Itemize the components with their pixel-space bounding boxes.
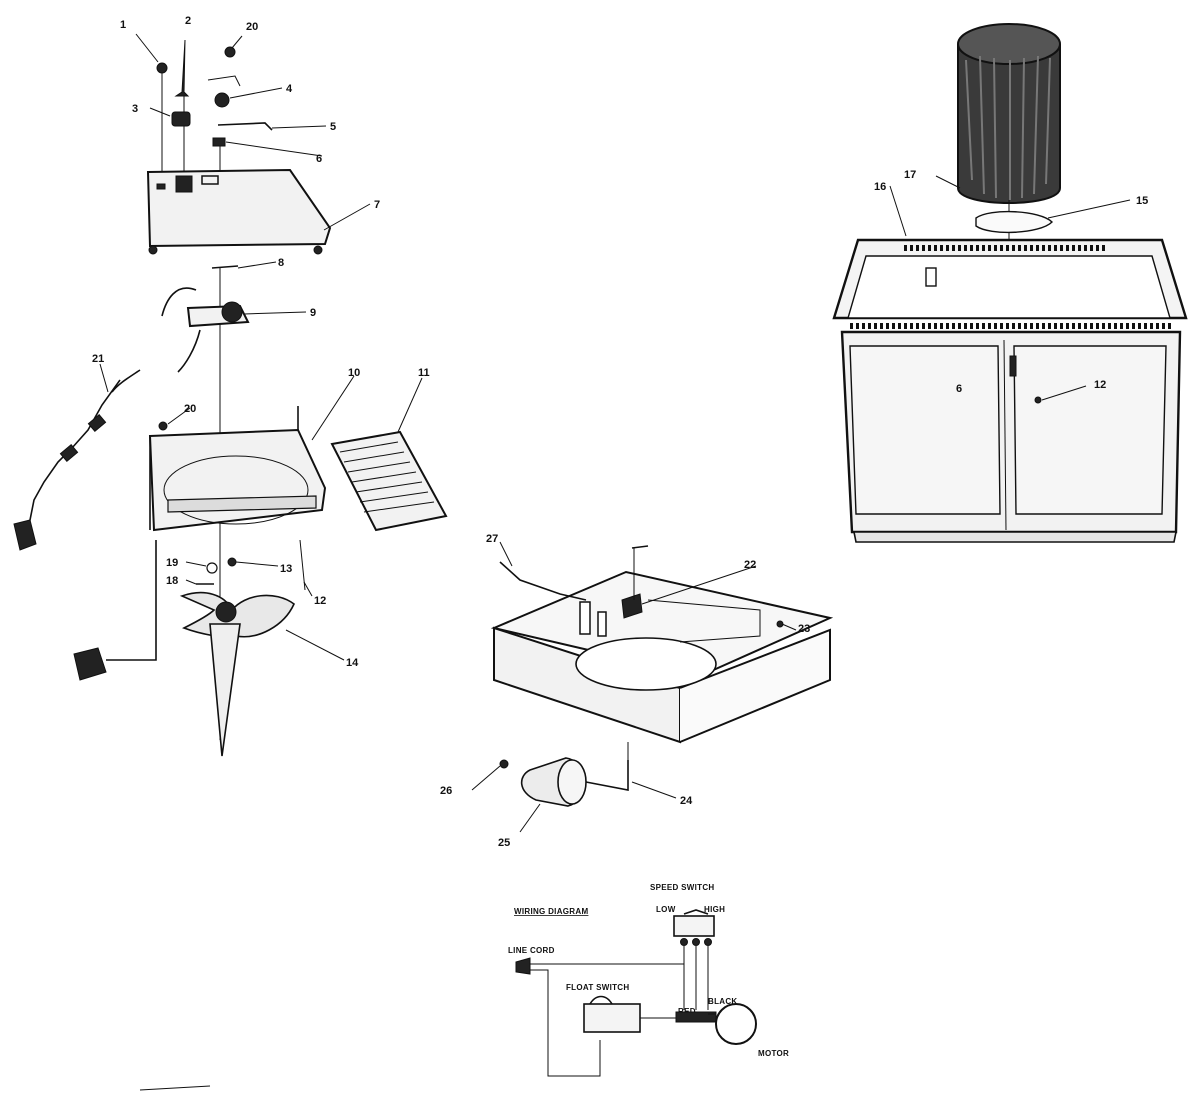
callout-14: 14 [346, 657, 359, 669]
speed-switch-label: SPEED SWITCH [650, 883, 715, 892]
pump-motor [499, 757, 629, 807]
callout-10: 10 [348, 367, 360, 379]
part-8-shaft [211, 265, 239, 269]
callout-9: 9 [310, 307, 316, 319]
part-6-nut [212, 137, 226, 147]
wiring-diagram-title: WIRING DIAGRAM [514, 907, 588, 916]
part-4-speed-switch [214, 92, 230, 108]
callout-24: 24 [680, 795, 693, 807]
callout-16: 16 [874, 181, 886, 193]
callout-23: 23 [798, 623, 810, 635]
callout-15: 15 [1136, 195, 1148, 207]
speed-switch-icon [673, 915, 715, 937]
part-1-screw [156, 62, 168, 74]
motor-label: MOTOR [758, 1049, 789, 1058]
part-24-wire [585, 760, 629, 791]
callout-7: 7 [374, 199, 380, 211]
callout-17: 17 [904, 169, 916, 181]
callout-5: 5 [330, 121, 336, 133]
part-12-bracket [299, 539, 306, 591]
black-wire-label: BLACK [708, 997, 738, 1006]
part-21-line-cord [13, 369, 141, 551]
callout-3: 3 [132, 103, 138, 115]
motor-bracket [161, 265, 250, 373]
part-14-fan-blade [179, 591, 295, 757]
leader-lines [99, 33, 1131, 833]
line-cord-plug-icon [515, 957, 531, 975]
part-7-top-panel [146, 168, 332, 248]
plug-icon [13, 519, 37, 551]
callout-12-fan: 12 [314, 595, 326, 607]
part-10-fan-shroud [148, 406, 327, 532]
top-panel-assembly [146, 39, 332, 255]
callout-11: 11 [418, 367, 430, 379]
capacitor [73, 540, 157, 681]
part-26-screw [499, 759, 509, 769]
callout-6: 6 [316, 153, 322, 165]
wiring-diagram: WIRING DIAGRAM SPEED SWITCH LOW HIGH LIN… [508, 883, 789, 1077]
callout-26: 26 [440, 785, 452, 797]
part-2-knob [174, 39, 190, 97]
callout-6-cabinet: 6 [956, 383, 962, 395]
callout-21: 21 [92, 353, 104, 365]
callout-20: 20 [184, 403, 196, 415]
callout-22: 22 [744, 559, 756, 571]
part-9-pump [221, 301, 243, 323]
motor-icon [715, 1003, 757, 1045]
callout-13: 13 [280, 563, 292, 575]
callout-19: 19 [166, 557, 178, 569]
motor-cone [209, 623, 241, 757]
float-switch-label: FLOAT SWITCH [566, 983, 629, 992]
callout-numbers: 1 2 20 3 4 5 6 7 8 9 10 11 21 20 19 18 1… [92, 15, 1148, 849]
part-12-screw [1034, 396, 1042, 404]
switch-high-label: HIGH [704, 905, 725, 914]
callout-12-cabinet: 12 [1094, 379, 1106, 391]
part-27-wire [499, 561, 587, 601]
float-switch-icon [583, 1003, 641, 1033]
callout-25: 25 [498, 837, 510, 849]
part-28-screw [224, 46, 236, 58]
line-cord-label: LINE CORD [508, 946, 555, 955]
callout-18: 18 [166, 575, 178, 587]
callout-4: 4 [286, 83, 293, 95]
callout-8: 8 [278, 257, 284, 269]
callout-1: 1 [120, 19, 126, 31]
callout-27: 27 [486, 533, 498, 545]
part-11-grille [330, 430, 448, 532]
cabinet-left-door [849, 345, 1001, 515]
part-13-nut [227, 557, 237, 567]
part-20-screw [158, 421, 168, 431]
callout-2: 2 [185, 15, 191, 27]
part-15-float [975, 210, 1053, 234]
part-5-bracket [217, 122, 273, 131]
callout-28: 20 [246, 21, 258, 33]
switch-low-label: LOW [656, 905, 676, 914]
part-3-bushing [171, 111, 191, 127]
reservoir-pan-assembly [490, 545, 834, 790]
part-19-washer [206, 562, 218, 574]
cabinet-assembly [832, 23, 1188, 543]
cabinet-right-door [1013, 345, 1167, 515]
